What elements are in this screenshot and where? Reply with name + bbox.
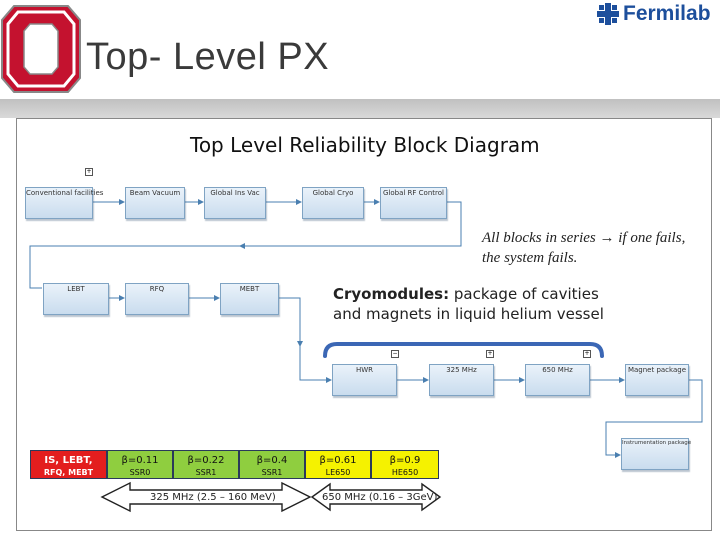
series-note: All blocks in series → if one fails, the… xyxy=(482,230,686,266)
segment-top: β=0.4 xyxy=(256,455,288,466)
range-high-label: 650 MHz (0.16 – 3GeV) xyxy=(322,492,438,503)
slide-title: Top- Level PX xyxy=(86,36,330,78)
block-label: HWR xyxy=(355,366,374,374)
block-label: Beam Vacuum xyxy=(129,189,181,197)
block-conventional-facilities[interactable]: Conventional facilities xyxy=(25,187,104,219)
range-low-label: 325 MHz (2.5 – 160 MeV) xyxy=(150,492,276,503)
segment-top: β=0.9 xyxy=(389,455,421,466)
ohio-state-logo xyxy=(0,0,82,101)
expand-plus-icon[interactable]: + xyxy=(486,350,494,358)
segment-bottom: RFQ, MEBT xyxy=(43,468,94,477)
segment-beta-09: β=0.9 HE650 xyxy=(371,450,439,479)
segment-bottom: SSR1 xyxy=(261,468,283,477)
segment-bottom: LE650 xyxy=(325,468,351,477)
block-hwr[interactable]: HWR xyxy=(332,364,397,396)
block-label: Global Cryo xyxy=(312,189,354,197)
segment-top: β=0.22 xyxy=(187,455,225,466)
fermilab-logo: Fermilab xyxy=(597,2,711,26)
segment-beta-022: β=0.22 SSR1 xyxy=(173,450,239,479)
diagram-title: Top Level Reliability Block Diagram xyxy=(190,133,540,157)
block-label: LEBT xyxy=(67,285,85,293)
segment-is-lebt-rfq-mebt: IS, LEBT, RFQ, MEBT xyxy=(30,450,107,479)
block-global-rf-control[interactable]: Global RF Control xyxy=(380,187,447,219)
expand-plus-icon[interactable]: + xyxy=(85,168,93,176)
block-rfq[interactable]: RFQ xyxy=(125,283,189,315)
block-label: Global Ins Vac xyxy=(210,189,260,197)
block-label: Magnet package xyxy=(627,366,687,374)
fermilab-wordmark: Fermilab xyxy=(623,2,711,25)
block-lebt[interactable]: LEBT xyxy=(43,283,109,315)
range-arrows xyxy=(100,481,442,513)
fermilab-mark-icon xyxy=(597,3,619,25)
block-label: 650 MHz xyxy=(542,366,573,374)
cryomodule-note-label: Cryomodules: xyxy=(333,285,450,303)
block-mebt[interactable]: MEBT xyxy=(220,283,279,315)
segment-beta-061: β=0.61 LE650 xyxy=(305,450,371,479)
block-magnet-package[interactable]: Magnet package xyxy=(625,364,689,396)
cryomodule-note-text: package of cavities and magnets in liqui… xyxy=(333,285,604,323)
block-label: Instrumentation package xyxy=(622,440,692,446)
segment-top: IS, LEBT, xyxy=(44,455,93,466)
segment-beta-04: β=0.4 SSR1 xyxy=(239,450,305,479)
expand-plus-icon[interactable]: + xyxy=(583,350,591,358)
collapse-minus-icon[interactable]: − xyxy=(391,350,399,358)
segment-top: β=0.11 xyxy=(121,455,159,466)
block-label: RFQ xyxy=(149,285,165,293)
block-global-cryo[interactable]: Global Cryo xyxy=(302,187,364,219)
block-650-mhz[interactable]: 650 MHz xyxy=(525,364,590,396)
segment-top: β=0.61 xyxy=(319,455,357,466)
block-label: Conventional facilities xyxy=(26,189,104,197)
block-label: 325 MHz xyxy=(446,366,477,374)
block-instrumentation-package[interactable]: Instrumentation package xyxy=(621,438,692,470)
segment-beta-011: β=0.11 SSR0 xyxy=(107,450,173,479)
segment-bottom: HE650 xyxy=(391,468,419,477)
block-325-mhz[interactable]: 325 MHz xyxy=(429,364,494,396)
segment-bottom: SSR0 xyxy=(129,468,151,477)
block-label: Global RF Control xyxy=(383,189,444,197)
block-label: MEBT xyxy=(239,285,260,293)
title-divider-band xyxy=(0,99,720,118)
block-beam-vacuum[interactable]: Beam Vacuum xyxy=(125,187,185,219)
segment-bottom: SSR1 xyxy=(195,468,217,477)
block-global-ins-vac[interactable]: Global Ins Vac xyxy=(204,187,266,219)
cryomodule-note: Cryomodules: package of cavities and mag… xyxy=(333,284,613,324)
